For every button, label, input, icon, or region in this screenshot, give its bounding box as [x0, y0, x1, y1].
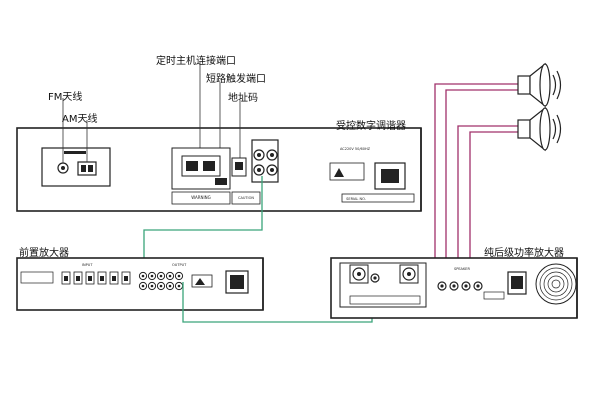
power-amp-label: 纯后级功率放大器: [484, 248, 564, 259]
input-jack-icon: [85, 271, 95, 285]
tuner-power-section: AC220V 50/60HZ SERIAL NO.: [329, 147, 415, 203]
tuner-warning-plates: WARNING CAUTION: [171, 191, 261, 205]
rca-jack-icon: [174, 271, 184, 281]
timer-port-label: 定时主机连接端口: [156, 56, 236, 67]
trigger-port-icon: [215, 178, 227, 185]
tuner-rca-block: [251, 139, 279, 183]
tuner-label: 受控数字调谐器: [336, 121, 406, 132]
input-jack-icon: [109, 271, 119, 285]
dip-switch-icon: [235, 162, 243, 170]
speaker-top-icon: [517, 62, 562, 108]
rca-jack-icon: [165, 271, 175, 281]
tuner-to-preamp-cable: [143, 176, 263, 275]
rca-jack-icon: [156, 281, 166, 291]
power-spec-text: AC220V 50/60HZ: [340, 147, 371, 151]
preamp-jacks: [61, 271, 184, 291]
speaker-text: SPEAKER: [454, 267, 470, 271]
rca-jack-icon: [138, 281, 148, 291]
warning-text: WARNING: [191, 195, 211, 200]
address-code-label: 地址码: [228, 93, 258, 104]
rca-jack-icon: [147, 281, 157, 291]
input-jack-icon: [121, 271, 131, 285]
preamp-label: 前置放大器: [19, 248, 69, 259]
input-jack-icon: [73, 271, 83, 285]
fm-antenna-label: FM天线: [48, 92, 83, 103]
rca-jack-icon: [165, 281, 175, 291]
rca-jack-icon: [147, 271, 157, 281]
port-block: [171, 147, 247, 190]
rj-port-icon: [203, 161, 215, 171]
rca-jack-icon: [174, 281, 184, 291]
output-text: OUTPUT: [172, 263, 187, 267]
rj-port-icon: [186, 161, 198, 171]
caution-text: CAUTION: [238, 196, 254, 200]
fan-icon: [535, 263, 577, 305]
antenna-module: [41, 147, 111, 187]
serial-text: SERIAL NO.: [346, 197, 366, 201]
am-antenna-label: AM天线: [62, 114, 98, 125]
power-socket-icon: [374, 162, 406, 190]
short-trigger-port-label: 短路触发端口: [206, 74, 266, 85]
rca-jack-icon: [156, 271, 166, 281]
label-leaders: [62, 62, 241, 163]
input-jack-icon: [97, 271, 107, 285]
preamp-power-section: [191, 270, 249, 294]
input-text: INPUT: [82, 263, 93, 267]
input-jack-icon: [61, 271, 71, 285]
rca-jack-icon: [138, 271, 148, 281]
speaker-bottom-icon: [517, 106, 562, 152]
am-terminal-icon: [77, 161, 97, 176]
